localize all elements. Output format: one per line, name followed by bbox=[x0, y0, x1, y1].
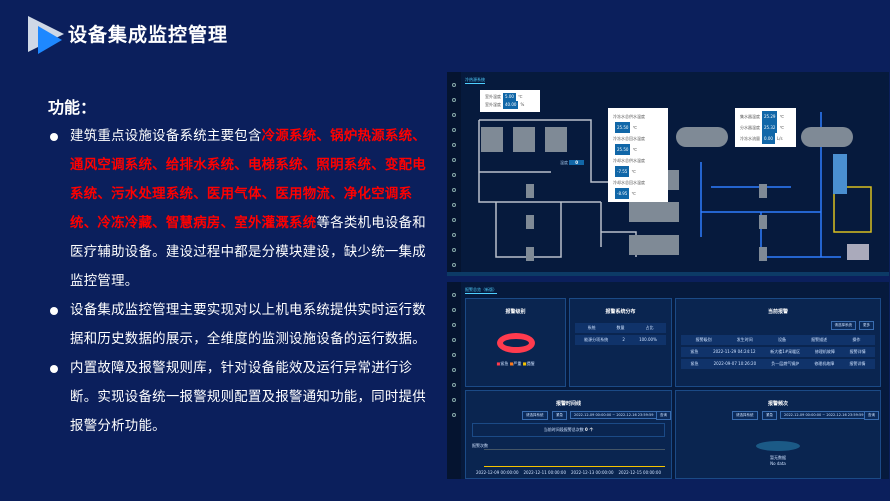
date-range[interactable]: 2022-12-09 00:00:00 ~ 2022-12-16 23:59:5… bbox=[570, 411, 658, 419]
reading: 冷冻水总回水温度25.50℃ bbox=[613, 133, 663, 155]
system-select[interactable]: 请选择系统 bbox=[522, 411, 548, 420]
table-header: 系统数量占比 bbox=[575, 323, 666, 333]
level-select[interactable]: 紧急 bbox=[762, 411, 777, 420]
bullet-text: 等各类机电设备和医疗辅助设备。建设过程中都是分模块建设，缺少统一集成监控管理。 bbox=[70, 216, 426, 289]
panel-title: 报警时间线 bbox=[555, 401, 581, 407]
bullet-1: 建筑重点设施设备系统主要包含冷源系统、锅炉热源系统、通风空调系统、给排水系统、电… bbox=[48, 122, 438, 296]
bullet-text: 内置故障及报警规则库，针对设备能效及运行异常进行诊断。实现设备统一报警规则配置及… bbox=[70, 361, 426, 434]
section-heading: 功能： bbox=[48, 98, 97, 117]
alarm-level-panel: 报警级别 ■紧急 ■严重 ■提醒 bbox=[465, 298, 566, 387]
query-button[interactable]: 查询 bbox=[864, 411, 879, 420]
system-select[interactable]: 请选择系统 bbox=[830, 321, 856, 330]
panel-title: 报警系统分布 bbox=[605, 309, 636, 315]
sidebar bbox=[447, 72, 461, 276]
more-button[interactable]: 更多 bbox=[859, 321, 874, 330]
timeline-line bbox=[484, 466, 665, 467]
tab-alarm[interactable]: 报警总览（新版） bbox=[465, 287, 497, 294]
system-select[interactable]: 请选择系统 bbox=[732, 411, 758, 420]
logo-icon bbox=[28, 16, 64, 54]
sidebar bbox=[447, 282, 461, 479]
bullet-3: 内置故障及报警规则库，针对设备能效及运行异常进行诊断。实现设备统一报警规则配置及… bbox=[48, 354, 438, 441]
panel-title: 报警级别 bbox=[505, 309, 526, 315]
page-title: 设备集成监控管理 bbox=[68, 24, 229, 46]
y-label: 报警次数 bbox=[472, 443, 488, 448]
water-temp-card: 冷冻水总供水温度25.50℃ 冷冻水总回水温度25.50℃ 冷却水总供水温度-7… bbox=[608, 108, 668, 202]
alarm-screenshot: 报警总览（新版） 报警级别 ■紧急 ■严重 ■提醒 报警系统分布 系统数量占比 … bbox=[447, 282, 889, 479]
bullet-2: 设备集成监控管理主要实现对以上机电系统提供实时运行数据和历史数据的展示，全维度的… bbox=[48, 296, 438, 354]
status-bar bbox=[447, 272, 889, 276]
bullet-highlight: 冷源系统、锅炉热源系统、通风空调系统、给排水系统、电梯系统、照明系统、变配电系统… bbox=[70, 129, 426, 231]
alarm-timeline-panel: 报警时间线 请选择系统 紧急 2022-12-09 00:00:00 ~ 202… bbox=[465, 390, 672, 479]
date-range[interactable]: 2022-12-09 00:00:00 ~ 2022-12-16 23:59:5… bbox=[780, 411, 868, 419]
table-header: 报警级别发生时间设备报警描述操作 bbox=[681, 335, 875, 345]
bullet-text: 设备集成监控管理主要实现对以上机电系统提供实时运行数据和历史数据的展示，全维度的… bbox=[70, 303, 426, 347]
query-button[interactable]: 查询 bbox=[656, 411, 671, 420]
legend: ■紧急 ■严重 ■提醒 bbox=[496, 361, 535, 366]
reading: 冷却水总回水温度-8.95℃ bbox=[613, 177, 663, 199]
temp-reading: 温度 0 bbox=[560, 160, 585, 166]
feature-list: 功能： 建筑重点设施设备系统主要包含冷源系统、锅炉热源系统、通风空调系统、给排水… bbox=[48, 94, 438, 441]
donut-chart bbox=[496, 333, 535, 353]
alarm-frequency-panel: 报警频次 请选择系统 紧急 2022-12-09 00:00:00 ~ 2022… bbox=[675, 390, 881, 479]
reading: 冷却水总供水温度-7.55℃ bbox=[613, 155, 663, 177]
grid-line bbox=[484, 449, 665, 450]
empty-icon bbox=[756, 441, 800, 451]
panel-title: 报警频次 bbox=[767, 401, 788, 407]
tab-hvac[interactable]: 冷热源系统 bbox=[465, 77, 485, 84]
bullet-text: 建筑重点设施设备系统主要包含 bbox=[70, 129, 262, 144]
reading: 冷冻水总供水温度25.50℃ bbox=[613, 111, 663, 133]
level-select[interactable]: 紧急 bbox=[552, 411, 567, 420]
total-count: 当前时间段报警总次数 0 个 bbox=[472, 423, 665, 437]
panel-title: 当前报警 bbox=[767, 309, 788, 315]
